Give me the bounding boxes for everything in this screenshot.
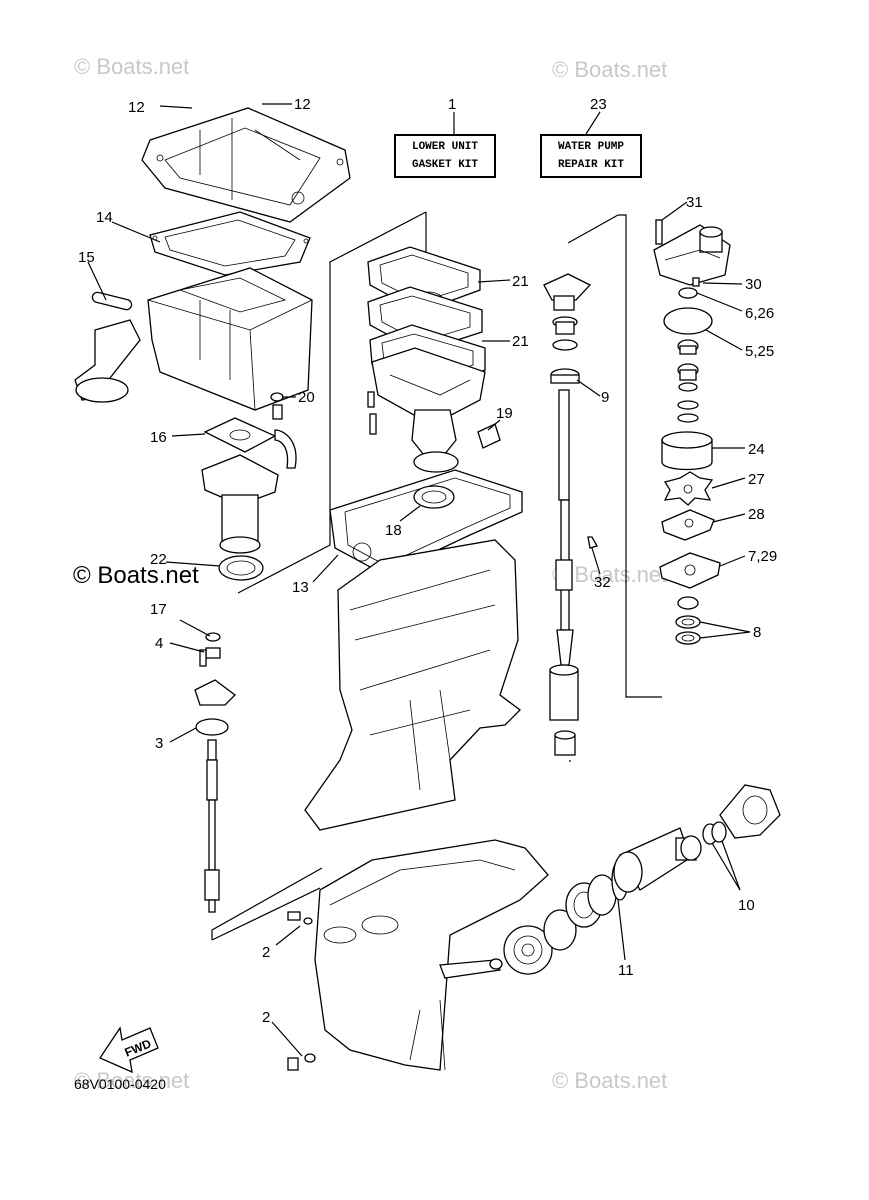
shift-rod-assembly[interactable] [194, 632, 236, 913]
oil-pan[interactable] [147, 267, 313, 411]
propeller-shaft-housing[interactable] [613, 827, 702, 893]
group-boundary-lower-left-2 [211, 887, 321, 941]
callout-27: 27 [748, 471, 765, 488]
callout-28: 28 [748, 506, 765, 523]
gasket-14[interactable] [149, 211, 311, 276]
watermark-top-left: © Boats.net [74, 54, 190, 79]
oil-strainer[interactable] [74, 291, 141, 403]
callout-1: 1 [448, 96, 456, 113]
callout-3: 3 [155, 735, 163, 752]
callout-2b: 2 [262, 1009, 270, 1026]
callout-32: 32 [594, 574, 611, 591]
group-boundary-lower-left [211, 867, 323, 940]
screw-gasket-lower-2[interactable] [287, 1053, 316, 1071]
bearing-set[interactable] [543, 874, 617, 951]
group-boundary-pump-right [618, 214, 662, 698]
forward-direction-arrow: FWD [99, 1026, 159, 1074]
gasket-16[interactable] [203, 417, 277, 453]
upper-casing[interactable] [304, 539, 521, 831]
callout-labels: 12 12 14 15 20 16 22 21 21 19 18 13 9 32… [78, 96, 777, 1026]
callout-9: 9 [601, 389, 609, 406]
kit-label-line2: REPAIR KIT [557, 159, 624, 171]
exhaust-guide-plate[interactable] [141, 107, 351, 223]
shaft-housing-cap[interactable] [719, 784, 781, 839]
pump-internal-parts[interactable] [677, 339, 699, 423]
callout-6-26: 6,26 [745, 305, 774, 322]
oil-seals-8[interactable] [675, 596, 701, 645]
callout-19: 19 [496, 405, 513, 422]
callout-14: 14 [96, 209, 113, 226]
callout-8: 8 [753, 624, 761, 641]
callout-31: 31 [686, 194, 703, 211]
kit-label-line2: GASKET KIT [411, 159, 478, 171]
callout-24: 24 [748, 441, 765, 458]
lower-unit-gasket-kit-box[interactable]: LOWER UNIT GASKET KIT [394, 134, 496, 178]
watermark-bottom-right: © Boats.net [552, 1068, 668, 1093]
impeller-27[interactable] [663, 471, 714, 506]
watermark-top-right: © Boats.net [552, 57, 668, 82]
callout-13: 13 [292, 579, 309, 596]
water-pump-repair-kit-box[interactable]: WATER PUMP REPAIR KIT [540, 134, 642, 178]
screw-gasket-upper-2[interactable] [287, 911, 313, 925]
gasket-13[interactable] [329, 469, 523, 576]
callout-12a: 12 [128, 99, 145, 116]
exhaust-manifold[interactable] [201, 454, 279, 581]
o-ring-6-26[interactable] [678, 287, 698, 299]
callout-16: 16 [150, 429, 167, 446]
rubber-damper-19[interactable] [477, 423, 501, 449]
callout-18: 18 [385, 522, 402, 539]
water-pump-housing[interactable] [653, 219, 731, 287]
drive-shaft-assembly[interactable] [543, 273, 598, 756]
o-ring-5-25[interactable] [663, 307, 713, 335]
oil-seal-18[interactable] [413, 485, 455, 509]
callout-21b: 21 [512, 333, 529, 350]
group-boundary-upper-left [237, 211, 427, 594]
callout-12b: 12 [294, 96, 311, 113]
outer-plate-cartridge-28[interactable] [661, 509, 715, 541]
gasket-7-29[interactable] [659, 552, 721, 589]
callout-21a: 21 [512, 273, 529, 290]
kit-label-line1: WATER PUMP [557, 141, 624, 153]
drain-plug-20[interactable] [270, 392, 284, 402]
kit-label-line1: LOWER UNIT [411, 141, 478, 153]
bolt-set[interactable] [272, 404, 297, 469]
watermark-middle-left: © Boats.net [73, 562, 199, 589]
callout-22: 22 [150, 551, 167, 568]
callout-5-25: 5,25 [745, 343, 774, 360]
callout-4: 4 [155, 635, 163, 652]
callout-11: 11 [618, 962, 634, 979]
group-boundary-pump-top [567, 214, 619, 244]
callout-20: 20 [298, 389, 315, 406]
pump-insert-cartridge-24[interactable] [661, 431, 713, 471]
upper-casing-adapter[interactable] [367, 347, 486, 473]
callout-2a: 2 [262, 944, 270, 961]
callout-15: 15 [78, 249, 95, 266]
leader-lines [87, 103, 751, 1057]
callout-10: 10 [738, 897, 755, 914]
fwd-arrow-icon [99, 1026, 159, 1074]
lower-casing[interactable] [314, 839, 549, 1071]
callout-30: 30 [745, 276, 762, 293]
drawing-code: 68V0100-0420 [74, 1076, 166, 1092]
callout-17: 17 [150, 601, 167, 618]
callout-23: 23 [590, 96, 607, 113]
callout-7-29: 7,29 [748, 548, 777, 565]
oil-seals-10[interactable] [702, 821, 727, 845]
forward-gear[interactable] [503, 925, 553, 975]
